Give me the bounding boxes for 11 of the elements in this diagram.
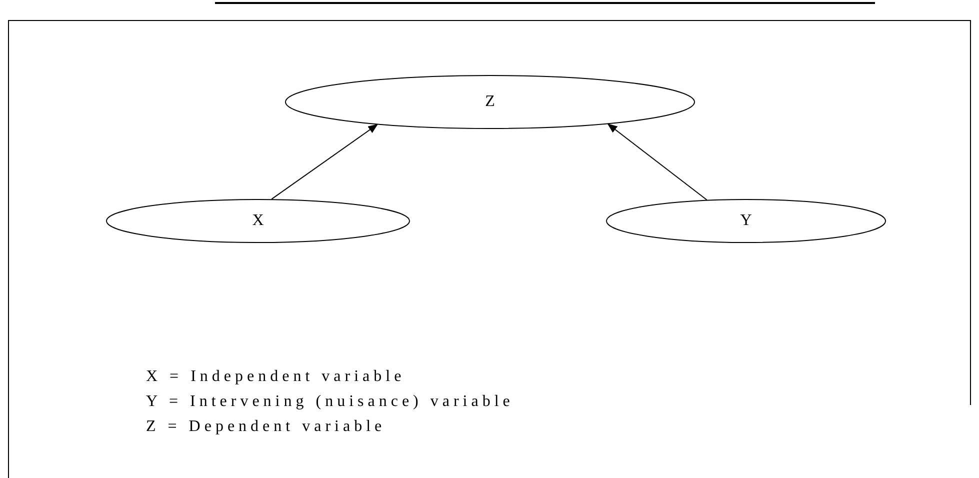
definition-text: X = Independent variable [146,368,406,386]
arrow [271,124,378,200]
variable-ellipse [285,75,695,129]
node-label: Z [485,93,495,111]
arrow [607,123,708,200]
definition-text: Y = Intervening (nuisance) variable [146,393,514,411]
definition-text: Z = Dependent variable [146,418,386,436]
node-label: X [252,212,264,230]
variable-ellipse [606,199,886,243]
variable-ellipse [106,199,410,243]
node-label: Y [740,212,752,230]
